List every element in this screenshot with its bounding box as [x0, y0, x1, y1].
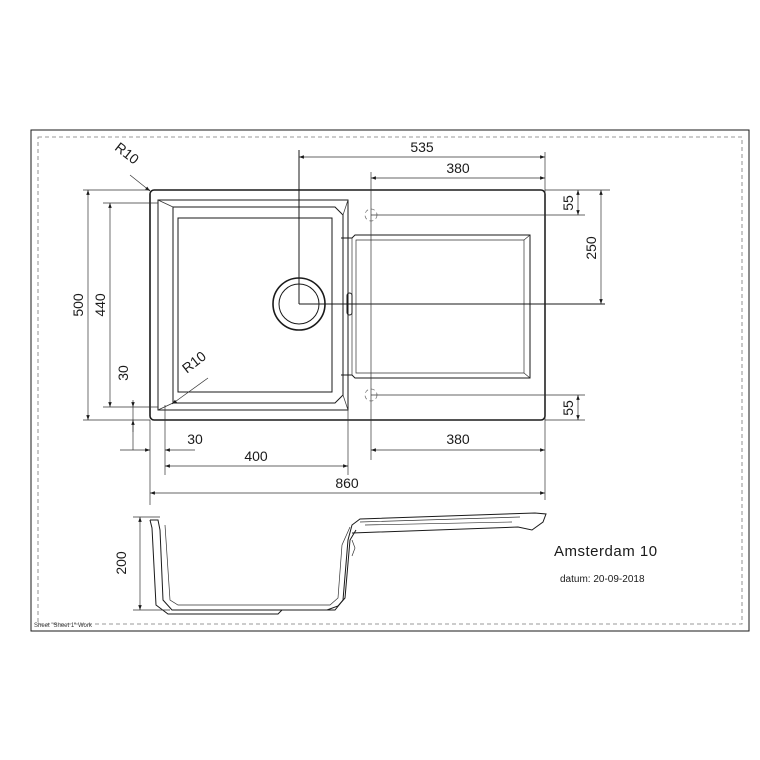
radius-inner-label: R10 [179, 348, 209, 377]
dim-380-top: 380 [446, 160, 470, 176]
bowl-outer [157, 199, 349, 411]
dim-400: 400 [244, 448, 268, 464]
outer-frame [30, 129, 750, 632]
dim-440: 440 [92, 293, 108, 317]
side-profile-outer [150, 512, 547, 611]
model-title: Amsterdam 10 [554, 543, 658, 560]
dim-30-left: 30 [115, 365, 131, 381]
bowl-inner [177, 217, 333, 393]
dim-500: 500 [70, 293, 86, 317]
drainer-board [341, 234, 531, 379]
drawing-date: datum: 20-09-2018 [560, 574, 645, 585]
inner-frame [37, 136, 743, 625]
sheet-label: Sheet "Sheet 1" Work [34, 623, 93, 629]
dim-250: 250 [583, 236, 599, 260]
dim-535: 535 [410, 139, 434, 155]
radius-outer-label: R10 [112, 139, 142, 168]
top-view [83, 150, 610, 505]
dim-380-bottom: 380 [446, 431, 470, 447]
bowl-rim [172, 206, 344, 404]
dimension-lines [86, 155, 603, 495]
dim-55-bottom: 55 [560, 400, 576, 416]
dim-860: 860 [335, 475, 359, 491]
side-profile-inner [149, 519, 357, 615]
dim-30-bottom: 30 [187, 431, 203, 447]
dim-55-top: 55 [560, 195, 576, 211]
dim-200: 200 [113, 551, 129, 575]
side-view [133, 512, 547, 615]
